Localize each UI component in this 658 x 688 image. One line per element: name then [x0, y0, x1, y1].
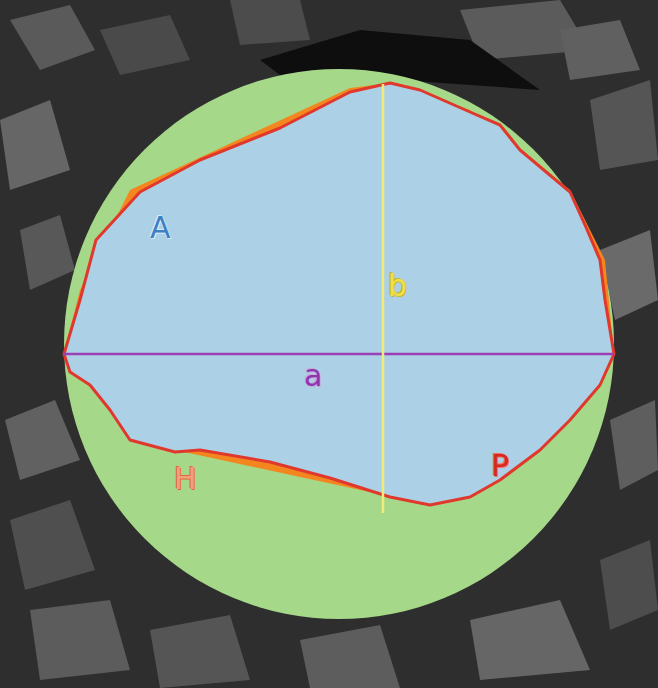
- area-label: A: [150, 213, 171, 243]
- enclosing-circle: [64, 69, 614, 619]
- hull-label: H: [174, 464, 197, 494]
- axis-b-line: [382, 84, 385, 513]
- perimeter-label: P: [491, 451, 509, 481]
- axis-a-line: [64, 353, 614, 356]
- boulder-outline: [64, 83, 614, 505]
- convex-hull-area: [64, 83, 614, 505]
- axis-label: b: [388, 271, 407, 301]
- axis-label: a: [304, 361, 322, 391]
